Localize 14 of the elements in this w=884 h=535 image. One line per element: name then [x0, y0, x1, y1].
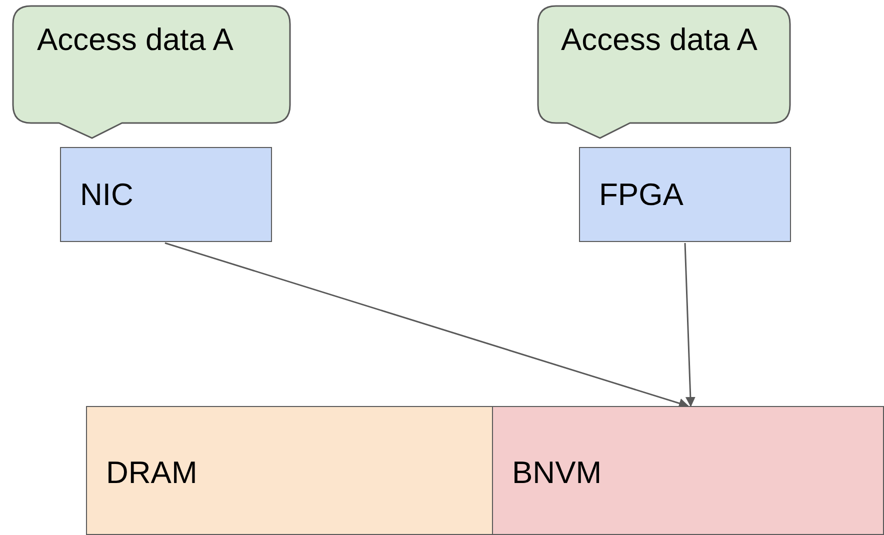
callout-text: Access data A — [37, 21, 234, 59]
arrow — [684, 242, 696, 407]
component-box — [579, 147, 791, 242]
box-label: NIC — [80, 176, 134, 214]
callout-text: Access data A — [561, 21, 758, 59]
box-label: BNVM — [512, 454, 603, 492]
component-box — [60, 147, 272, 242]
memory-block — [492, 406, 884, 535]
arrow — [164, 242, 689, 408]
speech-bubble — [537, 5, 791, 139]
speech-bubble — [12, 5, 291, 139]
memory-block — [86, 406, 493, 535]
box-label: FPGA — [599, 176, 684, 214]
box-label: DRAM — [106, 454, 198, 492]
